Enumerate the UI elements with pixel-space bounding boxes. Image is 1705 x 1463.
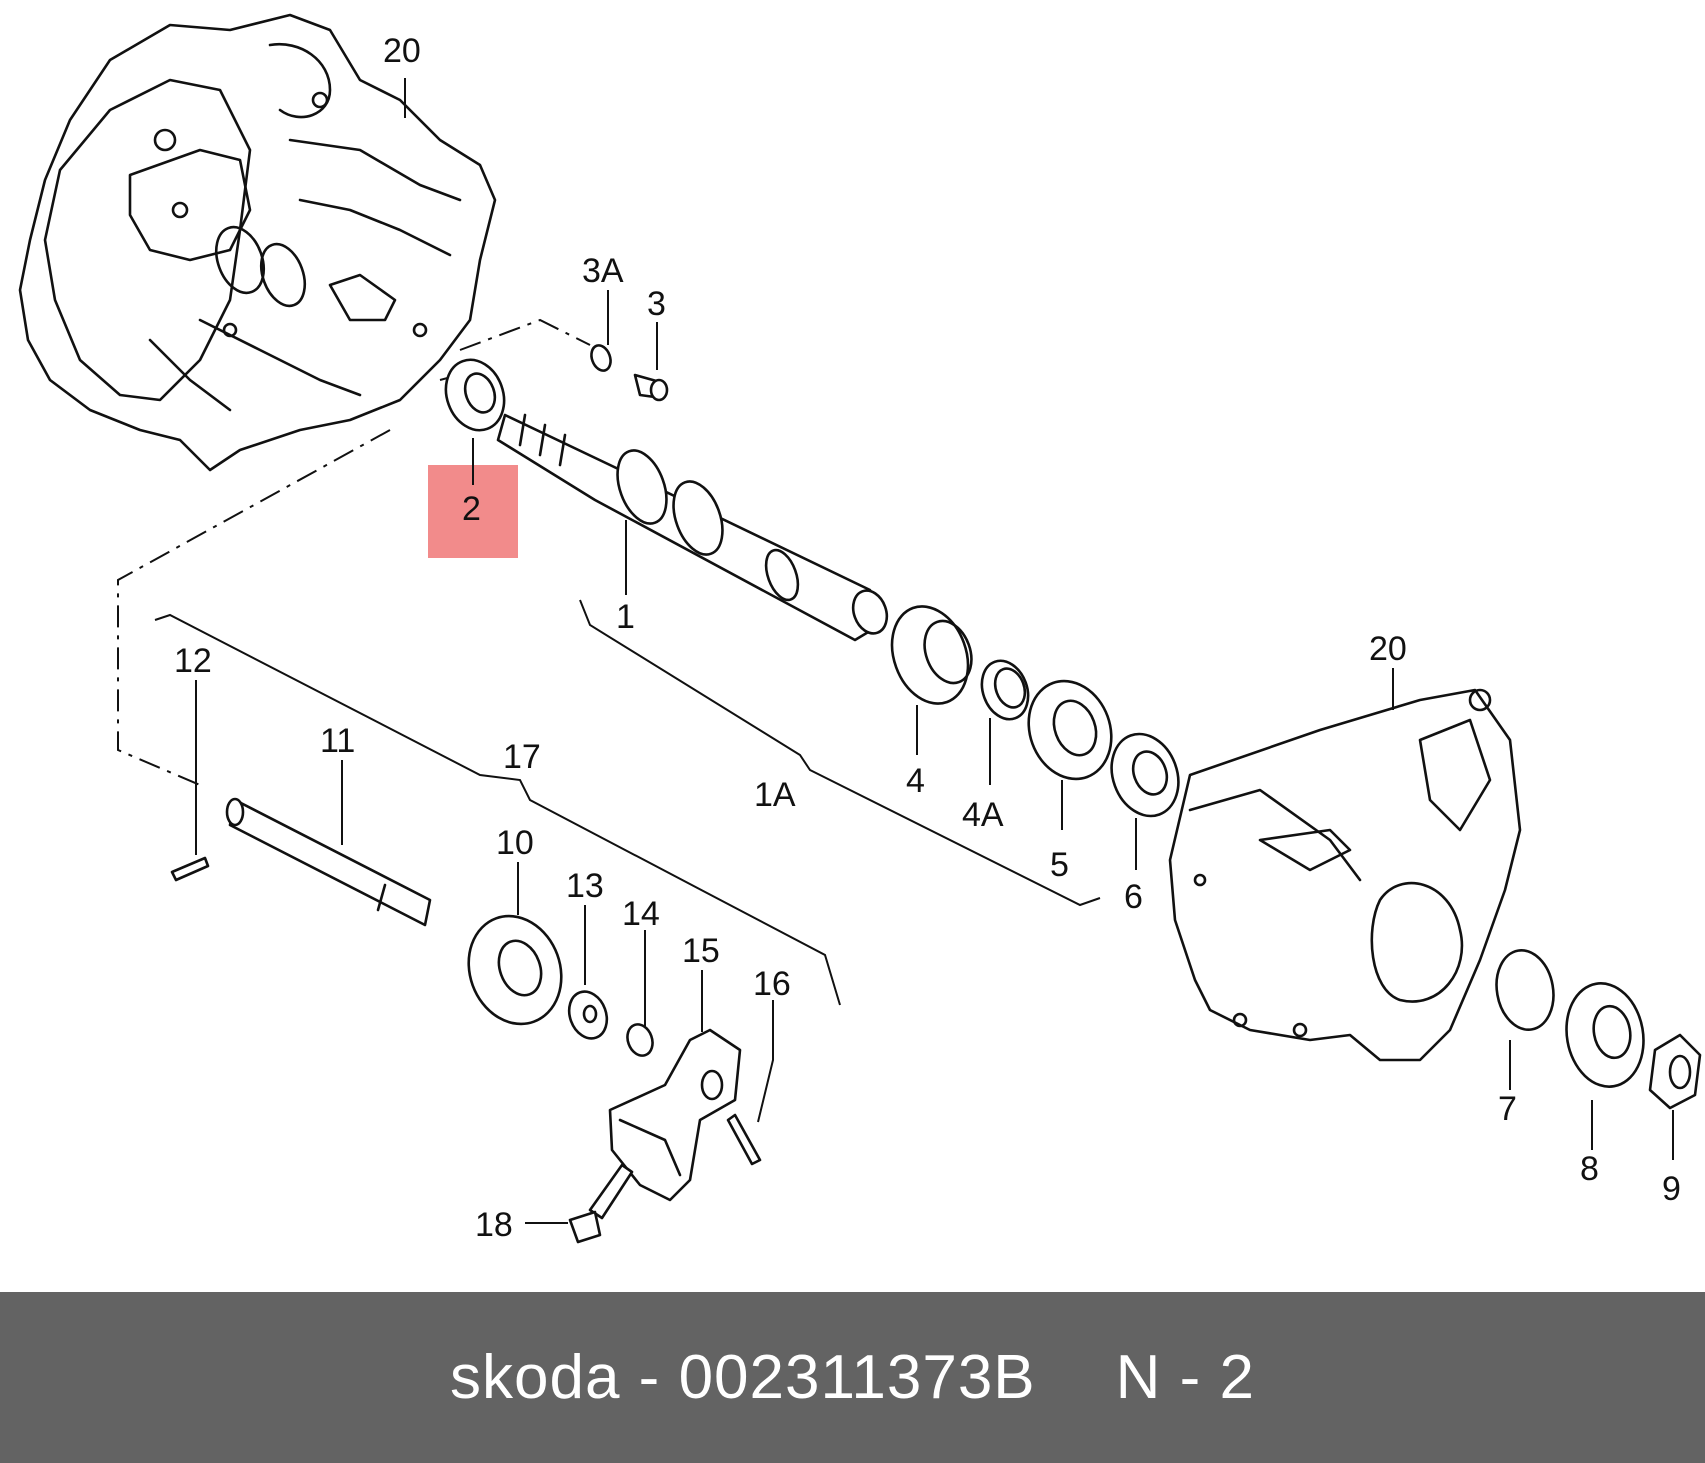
gear-part-5 — [1027, 679, 1113, 781]
group-bracket-17 — [154, 613, 841, 1006]
brand-name: skoda — [449, 1343, 621, 1412]
callout-4a: 4A — [962, 796, 1004, 834]
callout-20-right: 20 — [1369, 630, 1407, 668]
leader-lines — [195, 78, 1674, 1224]
callout-4: 4 — [906, 762, 925, 800]
group-bracket-1a — [579, 599, 1101, 907]
callout-7: 7 — [1498, 1090, 1517, 1128]
footer-separator: - — [638, 1343, 661, 1412]
fork-part-15 — [608, 1028, 742, 1202]
washer-part-13 — [567, 990, 609, 1040]
callout-18: 18 — [475, 1206, 513, 1244]
bearing-part-2 — [444, 358, 506, 432]
callout-2: 2 — [462, 490, 481, 528]
callout-6: 6 — [1124, 878, 1143, 916]
callout-10: 10 — [496, 824, 534, 862]
callout-12: 12 — [174, 642, 212, 680]
callout-1a: 1A — [754, 776, 796, 814]
circlip-part-7 — [1495, 949, 1555, 1031]
callout-3a: 3A — [582, 252, 624, 290]
ring-part-14 — [626, 1023, 654, 1057]
callout-11: 11 — [320, 722, 355, 760]
main-shaft-part-1 — [496, 413, 889, 642]
gear-part-10 — [467, 914, 563, 1026]
ring-part-4a — [980, 659, 1030, 721]
callout-8: 8 — [1580, 1150, 1599, 1188]
pin-part-16 — [726, 1113, 762, 1166]
part-number: 002311373B — [678, 1343, 1036, 1412]
parts-diagram: 20 3A 3 2 1 1A 4 4A 5 6 20 12 11 17 10 1… — [18, 13, 1702, 1244]
callout-16: 16 — [753, 965, 791, 1003]
gear-part-4 — [890, 605, 973, 705]
callout-13: 13 — [566, 867, 604, 905]
gearbox-housing-right — [1168, 688, 1522, 1062]
callout-20-left: 20 — [383, 32, 421, 70]
callout-3: 3 — [647, 285, 666, 323]
gear-part-8 — [1565, 982, 1645, 1088]
callout-5: 5 — [1050, 846, 1069, 884]
callout-9: 9 — [1662, 1170, 1681, 1208]
callout-14: 14 — [622, 895, 660, 933]
washer-3a-and-bolt-3 — [590, 344, 669, 402]
gearbox-housing-left — [18, 13, 497, 472]
pin-part-12 — [170, 856, 210, 882]
callout-1: 1 — [616, 598, 635, 636]
nut-part-9 — [1648, 1033, 1702, 1110]
callout-15: 15 — [682, 932, 720, 970]
shaft-part-11 — [225, 797, 432, 927]
position-label: N - 2 — [1115, 1343, 1256, 1412]
bearing-part-6 — [1110, 732, 1180, 818]
footer-bar: skoda - 002311373B N - 2 — [0, 1292, 1705, 1463]
bolt-part-18 — [568, 1163, 634, 1244]
footer-caption: skoda - 002311373B N - 2 — [450, 1342, 1255, 1413]
callout-17: 17 — [503, 738, 541, 776]
